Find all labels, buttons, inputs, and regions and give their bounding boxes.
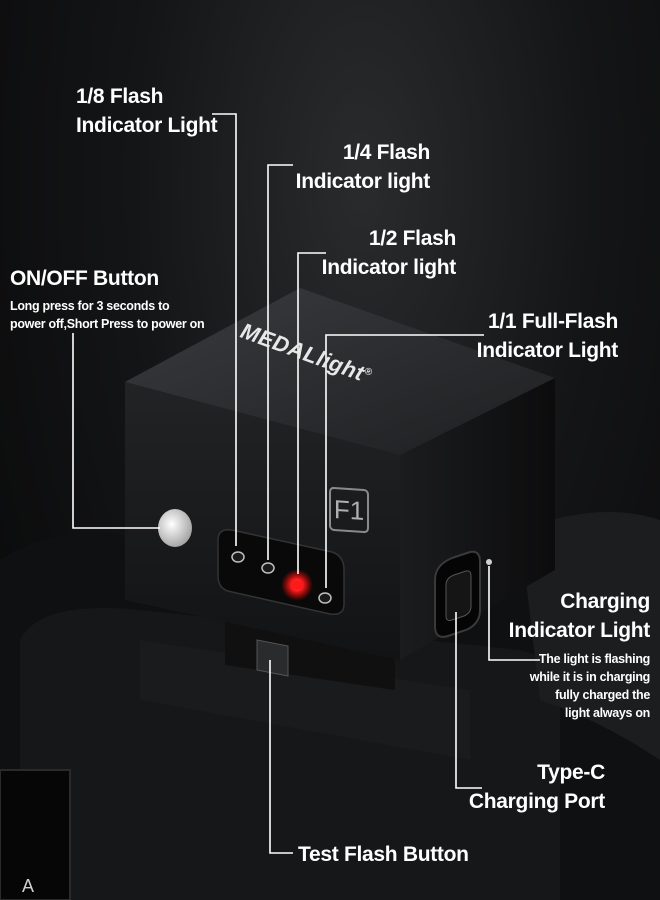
callout-charging-desc3: fully charged the [555, 688, 650, 703]
callout-charging-desc2: while it is in charging [529, 670, 651, 685]
leader-type-c [455, 612, 482, 789]
camera-lens-ring [520, 512, 660, 760]
hot-shoe [140, 640, 470, 760]
leader-1-1 [325, 334, 484, 588]
callout-1-2-flash: 1/2 Flash Indicator light [321, 226, 457, 280]
led-1-4 [261, 562, 275, 574]
screen-letter: A [22, 876, 35, 896]
callout-type-c: Type-C Charging Port [469, 760, 605, 814]
callout-power: ON/OFF Button Long press for 3 seconds t… [10, 266, 205, 332]
leader-test [269, 660, 293, 854]
callout-charging-line2: Indicator Light [508, 619, 651, 643]
leader-1-4 [267, 164, 293, 560]
leader-charging [488, 566, 540, 661]
callout-1-8-line2: Indicator Light [76, 114, 218, 138]
callout-1-1-flash: 1/1 Full-Flash Indicator Light [476, 309, 619, 363]
callout-1-4-line1: 1/4 Flash [342, 141, 430, 164]
callout-power-title: ON/OFF Button [10, 267, 159, 290]
callout-charging-line1: Charging [560, 590, 650, 613]
callout-1-4-line2: Indicator light [295, 170, 431, 194]
callout-power-desc1: Long press for 3 seconds to [10, 299, 170, 314]
leader-power [72, 333, 160, 529]
led-1-2 [291, 580, 303, 590]
callout-charging-desc4: light always on [564, 706, 650, 721]
led-1-1 [318, 592, 332, 604]
leader-1-2 [297, 252, 326, 574]
callout-charging-light: Charging Indicator Light The light is fl… [508, 589, 651, 721]
callout-1-2-line1: 1/2 Flash [368, 227, 456, 250]
callout-1-8-line1: 1/8 Flash [76, 85, 164, 108]
callout-1-4-flash: 1/4 Flash Indicator light [295, 140, 431, 194]
charging-led-shape [486, 559, 492, 565]
led-panel [217, 528, 345, 616]
test-flash-button-shape [256, 639, 289, 677]
callout-1-2-line2: Indicator light [321, 256, 457, 280]
callout-type-c-line1: Type-C [537, 761, 605, 784]
leader-lines [72, 113, 540, 854]
callout-1-1-line1: 1/1 Full-Flash [488, 310, 618, 333]
callout-1-1-line2: Indicator Light [476, 339, 619, 363]
device-top [125, 288, 555, 455]
callout-test-flash: Test Flash Button [298, 843, 469, 866]
led-1-8 [231, 551, 245, 563]
leader-1-8 [212, 113, 237, 546]
callout-1-8-flash: 1/8 Flash Indicator Light [76, 84, 218, 138]
camera-screen [0, 769, 71, 900]
callout-type-c-line2: Charging Port [468, 790, 605, 814]
model-badge: F1 [329, 486, 369, 534]
callout-charging-desc1: The light is flashing [538, 652, 650, 667]
callout-power-desc2: power off,Short Press to power on [10, 317, 205, 332]
power-button-shape [158, 509, 192, 547]
